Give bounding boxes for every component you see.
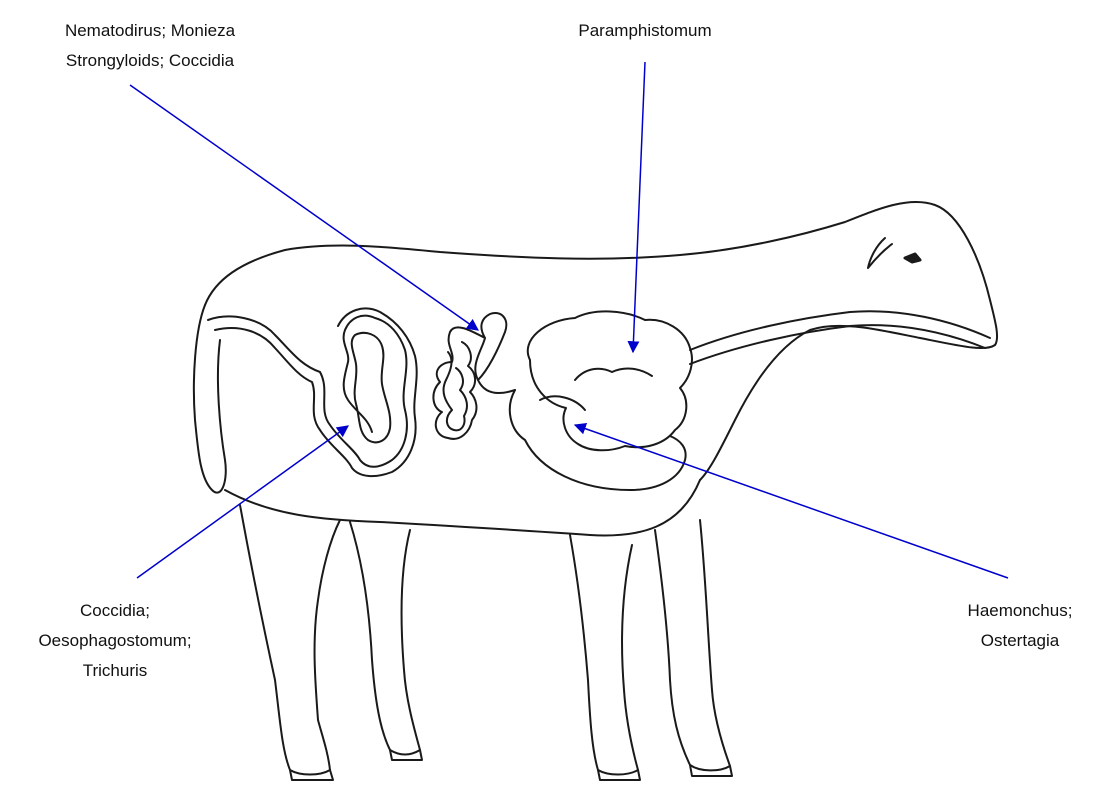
sheep-outline — [194, 202, 997, 780]
label-large-intestine: Coccidia; Oesophagostomum; Trichuris — [0, 596, 230, 686]
abomasum — [510, 390, 686, 490]
label-abomasum: Haemonchus; Ostertagia — [920, 596, 1101, 656]
label-rumen: Paramphistomum — [545, 16, 745, 46]
arrows — [130, 62, 1008, 578]
digestive-tract — [208, 308, 990, 490]
label-small-intestine-line2: Strongyloids; Coccidia — [0, 46, 300, 76]
arrow-large-intestine — [137, 426, 348, 578]
arrow-small-intestine — [130, 85, 478, 330]
label-abomasum-line2: Ostertagia — [920, 626, 1101, 656]
arrow-abomasum — [575, 425, 1008, 578]
small-intestine-inner — [444, 352, 467, 430]
rumen — [528, 311, 692, 450]
sheep-belly-line — [225, 480, 700, 535]
sheep-tail — [194, 305, 226, 493]
label-large-intestine-line3: Trichuris — [0, 656, 230, 686]
label-small-intestine: Nematodirus; Monieza Strongyloids; Cocci… — [0, 16, 300, 76]
label-rumen-line1: Paramphistomum — [545, 16, 745, 46]
oesophagus — [690, 311, 990, 364]
sheep-eye — [905, 254, 920, 262]
sheep-throat-line — [700, 326, 995, 480]
sheep-back-line — [205, 202, 997, 345]
label-abomasum-line1: Haemonchus; — [920, 596, 1101, 626]
label-large-intestine-line2: Oesophagostomum; — [0, 626, 230, 656]
label-small-intestine-line1: Nematodirus; Monieza — [0, 16, 300, 46]
sheep-hind-leg-back — [240, 505, 340, 775]
label-large-intestine-line1: Coccidia; — [0, 596, 230, 626]
sheep-hind-leg-front — [350, 522, 420, 755]
rumen-inner-fold — [575, 369, 652, 380]
sheep-ear — [868, 238, 892, 268]
large-intestine-inner — [215, 308, 417, 476]
sheep-fore-leg-front — [655, 520, 730, 770]
large-intestine-coil — [352, 333, 391, 442]
sheep-fore-leg-back — [570, 535, 638, 775]
small-intestine — [433, 313, 515, 439]
arrow-rumen — [633, 62, 645, 352]
